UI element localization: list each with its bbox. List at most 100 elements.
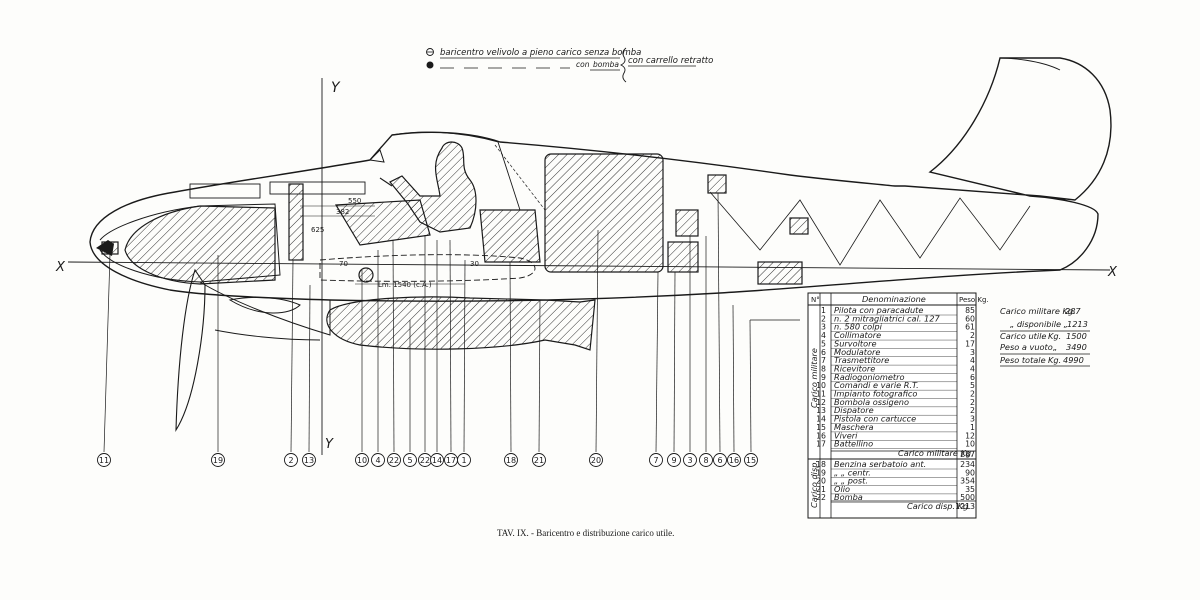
callout-3: 3: [683, 453, 697, 467]
table-cell-peso: 5: [970, 381, 975, 390]
dim-70: 70: [339, 260, 348, 268]
x-axis-label-right: X: [1107, 265, 1118, 280]
table-cell-number: 12: [816, 398, 826, 407]
callout-6: 6: [713, 453, 727, 467]
table-cell-peso: 10: [965, 440, 975, 449]
load-table: N° Denominazione Peso Kg. Carico militar…: [807, 292, 989, 519]
summary-totale-unit: Kg.: [1048, 355, 1061, 365]
table-cell-denominazione: „ „ post.: [834, 476, 868, 486]
table-cell-number: 2: [821, 314, 826, 323]
callout-16: 16: [727, 453, 741, 467]
svg-text:10: 10: [357, 456, 367, 465]
table-cell-peso: 1: [970, 423, 975, 432]
summary-totale-value: 4990: [1063, 355, 1084, 365]
table-cell-denominazione: n. 580 colpi: [834, 322, 883, 332]
item-4-cg: [358, 267, 374, 283]
table-cell-denominazione: Maschera: [834, 422, 873, 432]
svg-text:15: 15: [746, 456, 756, 465]
summary-utile-label: Carico utile: [1000, 331, 1046, 341]
table-cell-denominazione: Survoltore: [834, 338, 877, 348]
legend-con: con: [576, 60, 590, 69]
callout-10: 10: [355, 453, 369, 467]
table-cell-peso: 234: [960, 460, 975, 469]
callout-19: 19: [211, 453, 225, 467]
table-cell-peso: 2: [970, 398, 975, 407]
table-cell-denominazione: Ricevitore: [834, 363, 875, 373]
callout-7: 7: [649, 453, 663, 467]
rear-tank-20: [544, 153, 664, 273]
callout-22a: 22: [387, 453, 401, 467]
table-cell-peso: 85: [965, 306, 975, 315]
callout-2: 2: [284, 453, 298, 467]
svg-text:16: 16: [729, 456, 739, 465]
table-cell-number: 21: [816, 485, 826, 494]
summary-vuoto-unit: „: [1053, 342, 1057, 352]
table-cell-number: 14: [816, 415, 826, 424]
table-cell-number: 20: [816, 477, 826, 486]
legend: baricentro velivolo a pieno carico senza…: [426, 47, 713, 83]
summary-disp-label: „ disponibile „: [1010, 319, 1068, 329]
table-cell-peso: 90: [965, 468, 975, 477]
wing-profile: [319, 254, 536, 282]
table-cell-peso: 4: [970, 356, 975, 365]
table-cell-denominazione: Pilota con paracadute: [834, 305, 923, 315]
cg-symbol-with-bomb: [426, 61, 434, 69]
table-cell-denominazione: Modulatore: [834, 347, 880, 357]
table-cell-denominazione: „ „ centr.: [834, 467, 871, 477]
pilot-figure: [389, 141, 477, 233]
table-cell-number: 1: [821, 306, 826, 315]
svg-text:13: 13: [304, 456, 314, 465]
callout-20: 20: [589, 453, 603, 467]
svg-text:22: 22: [420, 456, 430, 465]
callout-18: 18: [504, 453, 518, 467]
drawing-caption: TAV. IX. - Baricentro e distribuzione ca…: [497, 528, 674, 538]
th-peso: Peso Kg.: [959, 296, 989, 304]
dim-30: 30: [470, 260, 479, 268]
y-axis-label-top: Y: [331, 80, 341, 96]
table-cell-denominazione: Bomba: [834, 492, 863, 502]
callout-13: 13: [302, 453, 316, 467]
svg-text:4: 4: [375, 456, 380, 465]
item-16: [757, 261, 803, 285]
svg-text:14: 14: [432, 456, 442, 465]
table-cell-denominazione: Dispatore: [834, 405, 874, 415]
dimensions: 550 382 625 70 Lm. 1540 (c.A.) 30: [300, 197, 479, 289]
legend-bracket: [619, 47, 627, 83]
svg-text:8: 8: [703, 456, 708, 465]
propeller: [175, 268, 206, 432]
svg-text:21: 21: [534, 456, 544, 465]
front-tank-18: [334, 199, 431, 246]
table-cell-denominazione: Benzina serbatoio ant.: [834, 459, 926, 469]
svg-text:6: 6: [717, 456, 722, 465]
leader-lines: [103, 192, 800, 453]
table-cell-denominazione: Radiogoniometro: [834, 372, 904, 382]
central-tank-19: [479, 209, 541, 263]
callout-4: 4: [371, 453, 385, 467]
table-cell-number: 5: [821, 339, 826, 348]
table-cell-number: 8: [821, 364, 826, 373]
callout-9: 9: [667, 453, 681, 467]
svg-text:9: 9: [671, 456, 676, 465]
table-cell-denominazione: Impianto fotografico: [834, 389, 917, 399]
bomb-22: [326, 296, 596, 351]
th-number: N°: [811, 296, 820, 304]
legend-bomba: bomba: [593, 60, 619, 69]
table-cell-number: 18: [816, 460, 826, 469]
item-6: [789, 217, 809, 235]
table-cell-denominazione: Battellino: [834, 439, 873, 449]
table-cell-number: 13: [816, 406, 826, 415]
svg-text:7: 7: [653, 456, 658, 465]
summary-utile-value: 1500: [1066, 331, 1087, 341]
summary-disp-value: 1213: [1067, 319, 1088, 329]
legend-line1: baricentro velivolo a pieno carico senza…: [440, 48, 641, 58]
table-cell-number: 16: [816, 431, 826, 440]
table-cell-denominazione: Olio: [834, 484, 850, 494]
disp-total-value: 1213: [955, 502, 975, 511]
x-axis-label-left: X: [55, 260, 66, 275]
table-cell-number: 22: [816, 493, 826, 502]
table-cell-number: 3: [821, 323, 826, 332]
table-cell-denominazione: n. 2 mitragliatrici cal. 127: [834, 313, 940, 323]
svg-text:19: 19: [213, 456, 223, 465]
table-cell-peso: 3: [970, 415, 975, 424]
